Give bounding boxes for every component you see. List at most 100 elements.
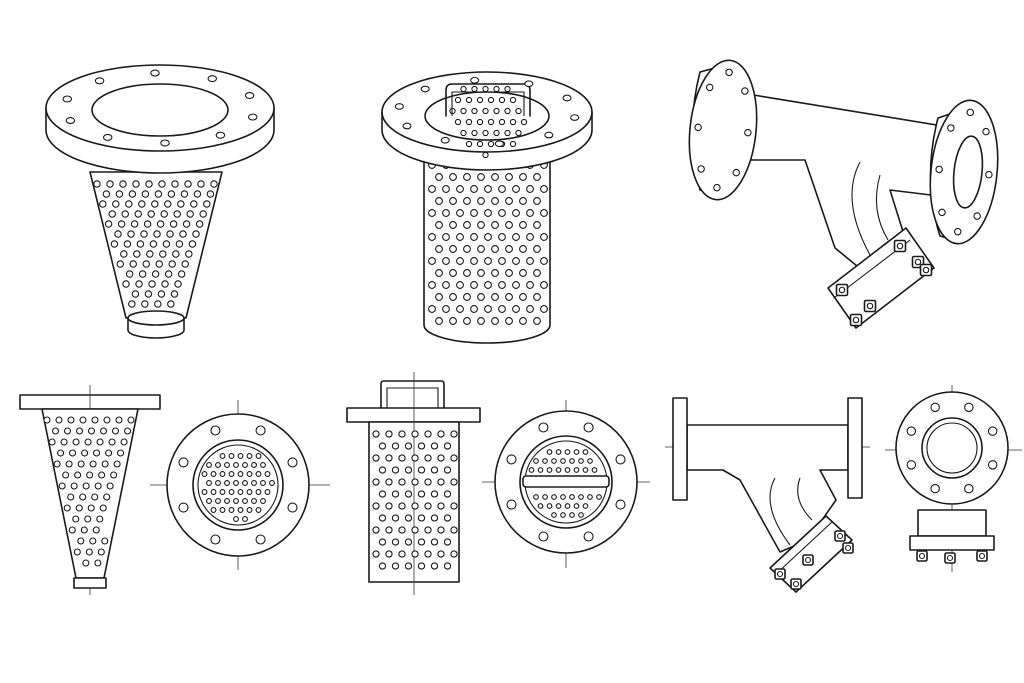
perforation-hole [181,260,189,268]
perforation-hole [470,281,478,289]
perforation-hole [133,250,141,258]
perforation-hole [242,498,248,504]
bolt-hole [725,68,733,77]
perforation-hole [60,438,68,446]
bolt-hole [287,457,298,468]
bolt-hole [210,425,221,436]
perforation-hole [555,503,562,509]
y-end-bolt-holes [906,402,998,494]
perforation-hole [210,507,217,513]
perforation-hole [182,220,191,228]
perforation-hole [463,245,471,253]
perforation-hole [491,269,499,277]
y-strainer-side [665,397,870,593]
perforation-hole [206,498,212,504]
perforation-hole [153,230,161,238]
perforation-hole [206,190,215,198]
perforation-hole [391,538,400,546]
perforation-hole [484,185,492,193]
bolt-end [896,242,904,250]
bolt-hole [207,75,218,83]
perforation-hole [437,478,445,486]
perforation-hole [77,460,85,468]
cone-top-screen [197,444,279,526]
basket-handle [445,83,531,117]
perforation-hole [97,548,105,556]
perforation-hole [255,507,262,513]
bolt-hole [982,127,990,136]
perforation-hole [463,221,471,229]
perforation-hole [138,200,146,208]
perforation-hole [404,466,413,474]
perforation-hole [493,129,500,137]
perforation-hole [385,454,393,462]
perforation-hole [564,467,571,473]
perforation-hole [237,507,244,513]
perforation-hole [94,559,102,567]
perforation-hole [167,300,175,308]
perforation-hole [435,245,443,253]
perforation-hole [465,140,473,148]
perforation-hole [428,209,436,217]
perforation-hole [537,503,544,509]
perforation-hole [456,281,464,289]
perforation-hole [148,280,156,288]
perforation-hole [428,257,436,265]
perforation-hole [228,489,235,495]
perforation-hole [385,550,393,558]
bolt-hole [247,113,258,121]
perforation-hole [398,550,406,558]
perforation-hole [180,190,189,198]
perforation-hole [117,220,126,228]
perforation-hole [498,257,506,265]
perforation-hole [104,220,113,228]
perforation-hole [151,270,160,278]
basket-handle-inner [451,91,525,116]
perforation-hole [437,502,445,510]
perforation-hole [591,467,598,473]
basket-side-perforation [372,430,458,570]
perforation-hole [424,550,432,558]
perforation-hole [188,240,197,248]
bolt-end [792,580,800,588]
perforation-hole [430,538,439,546]
perforation-hole [476,118,484,126]
perforation-hole [456,233,464,241]
perforation-hole [80,526,88,534]
perforation-hole [512,209,520,217]
perforation-hole [398,478,406,486]
perforation-hole [504,85,511,93]
bolt-hole [538,422,549,433]
perforation-hole [269,480,275,486]
perforation-hole [114,230,122,238]
perforation-hole [68,526,76,534]
basket-top-handle-bar [522,475,610,488]
bolt-hole [178,502,189,513]
perforation-hole [470,185,478,193]
perforation-hole [117,449,125,457]
bolt-hole [705,83,714,92]
perforation-hole [424,430,432,438]
perforation-hole [526,209,534,217]
perforation-hole [87,504,95,512]
perforation-hole [74,471,82,479]
perforation-hole [210,489,217,495]
y-cover-bolts [835,239,933,327]
y-side-body-contour [769,477,791,546]
perforation-hole [442,257,450,265]
perforation-hole [404,538,413,546]
perforation-hole [540,257,548,265]
perforation-hole [465,96,473,104]
bolt-end [838,286,846,294]
perforation-hole [246,453,253,459]
perforation-hole [184,180,192,188]
perforation-hole [449,269,457,277]
bolt-hole [160,139,170,147]
perforation-hole [542,494,548,500]
perforation-hole [224,462,230,468]
perforation-hole [551,512,557,518]
y-strainer-isometric [688,59,999,329]
perforation-hole [578,458,584,464]
perforation-hole [93,180,101,188]
basket-strainer-side [346,372,481,595]
